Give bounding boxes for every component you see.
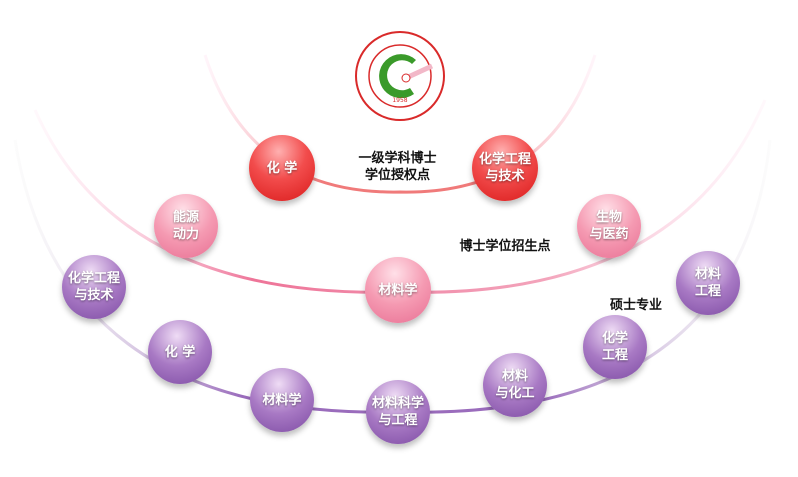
tier-3-label: 硕士专业	[609, 298, 662, 313]
node-chemistry-master: 化 学	[148, 320, 212, 384]
node-materials-phd: 材料学	[365, 257, 431, 323]
node-bio-medicine: 生物 与医药	[577, 194, 641, 258]
node-chem-eng-master: 化学工程 与技术	[62, 255, 126, 319]
node-energy-power: 能源 动力	[154, 194, 218, 258]
node-materials-sci-eng: 材料科学 与工程	[366, 380, 430, 444]
tier-1-label: 一级学科博士 学位授权点	[358, 151, 437, 183]
arc-tier-1	[203, 54, 597, 194]
node-chemical-engineering: 化学 工程	[583, 315, 647, 379]
node-materials-engineering: 材料 工程	[676, 251, 740, 315]
node-materials-chem-eng: 材料 与化工	[483, 353, 547, 417]
node-materials-master: 材料学	[250, 368, 314, 432]
school-logo: 1958	[355, 31, 445, 121]
node-chemistry-phd: 化 学	[249, 135, 315, 201]
tier-2-label: 博士学位招生点	[459, 239, 551, 254]
svg-text:1958: 1958	[392, 97, 407, 104]
node-chem-eng-phd: 化学工程 与技术	[472, 135, 538, 201]
